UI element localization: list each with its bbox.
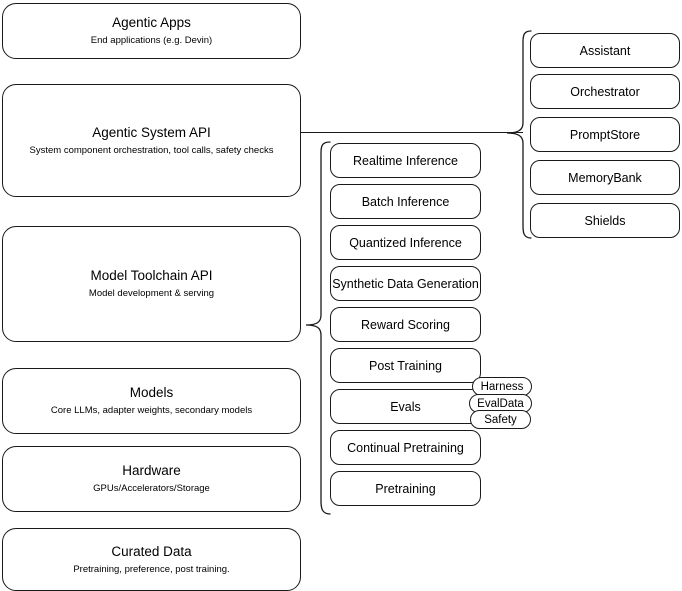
capability-label: Quantized Inference: [349, 235, 462, 250]
capability-label: Batch Inference: [361, 194, 450, 209]
brace-toolchain-capabilities: [305, 141, 331, 515]
layer-box-hardware[interactable]: Hardware GPUs/Accelerators/Storage: [2, 446, 301, 512]
layer-subtitle: End applications (e.g. Devin): [90, 35, 213, 46]
eval-pill-safety[interactable]: Safety: [470, 410, 531, 429]
layer-title: Hardware: [122, 463, 181, 478]
capability-label: Reward Scoring: [361, 317, 450, 332]
capability-box-synthetic-data-generation[interactable]: Synthetic Data Generation: [330, 266, 481, 301]
capability-box-continual-pretraining[interactable]: Continual Pretraining: [330, 430, 481, 465]
component-label: PromptStore: [569, 127, 641, 142]
component-label: Shields: [584, 213, 626, 228]
component-box-memorybank[interactable]: MemoryBank: [530, 160, 680, 195]
layer-box-curated-data[interactable]: Curated Data Pretraining, preference, po…: [2, 528, 301, 591]
component-box-shields[interactable]: Shields: [530, 203, 680, 238]
layer-subtitle: GPUs/Accelerators/Storage: [93, 483, 210, 494]
capability-label: Continual Pretraining: [347, 440, 464, 455]
capability-label: Post Training: [369, 358, 442, 373]
component-box-orchestrator[interactable]: Orchestrator: [530, 74, 680, 109]
brace-system-components: [506, 30, 532, 239]
component-box-promptstore[interactable]: PromptStore: [530, 117, 680, 152]
component-label: Assistant: [579, 43, 631, 58]
capability-box-pretraining[interactable]: Pretraining: [330, 471, 481, 506]
capability-label: Evals: [390, 399, 421, 414]
component-label: MemoryBank: [568, 170, 642, 185]
layer-subtitle: Pretraining, preference, post training.: [73, 563, 230, 575]
layer-title: Agentic System API: [92, 124, 211, 140]
layer-subtitle: Core LLMs, adapter weights, secondary mo…: [50, 405, 253, 416]
eval-pill-label: EvalData: [477, 397, 524, 410]
capability-box-reward-scoring[interactable]: Reward Scoring: [330, 307, 481, 342]
capability-box-realtime-inference[interactable]: Realtime Inference: [330, 143, 481, 178]
layer-title: Models: [129, 385, 174, 400]
layer-title: Agentic Apps: [112, 15, 191, 30]
capability-label: Realtime Inference: [353, 153, 458, 168]
component-label: Orchestrator: [570, 84, 640, 99]
layer-title: Curated Data: [111, 543, 192, 559]
layer-box-models[interactable]: Models Core LLMs, adapter weights, secon…: [2, 368, 301, 434]
capability-box-post-training[interactable]: Post Training: [330, 348, 481, 383]
layer-box-agentic-system-api[interactable]: Agentic System API System component orch…: [2, 84, 301, 197]
eval-pill-label: Harness: [480, 380, 524, 393]
layer-subtitle: System component orchestration, tool cal…: [29, 144, 274, 156]
component-box-assistant[interactable]: Assistant: [530, 33, 680, 68]
layer-title: Model Toolchain API: [90, 268, 213, 283]
eval-pill-label: Safety: [484, 413, 517, 426]
layer-subtitle: Model development & serving: [88, 288, 215, 299]
connector-agentic-system-api-to-components: [301, 132, 523, 134]
eval-pill-evaldata[interactable]: EvalData: [469, 394, 532, 413]
layer-box-model-toolchain-api[interactable]: Model Toolchain API Model development & …: [2, 226, 301, 342]
capability-box-quantized-inference[interactable]: Quantized Inference: [330, 225, 481, 260]
capability-box-evals[interactable]: Evals: [330, 389, 481, 424]
capability-label: Synthetic Data Generation: [332, 276, 479, 291]
capability-box-batch-inference[interactable]: Batch Inference: [330, 184, 481, 219]
capability-label: Pretraining: [375, 481, 436, 496]
layer-box-agentic-apps[interactable]: Agentic Apps End applications (e.g. Devi…: [2, 3, 301, 59]
